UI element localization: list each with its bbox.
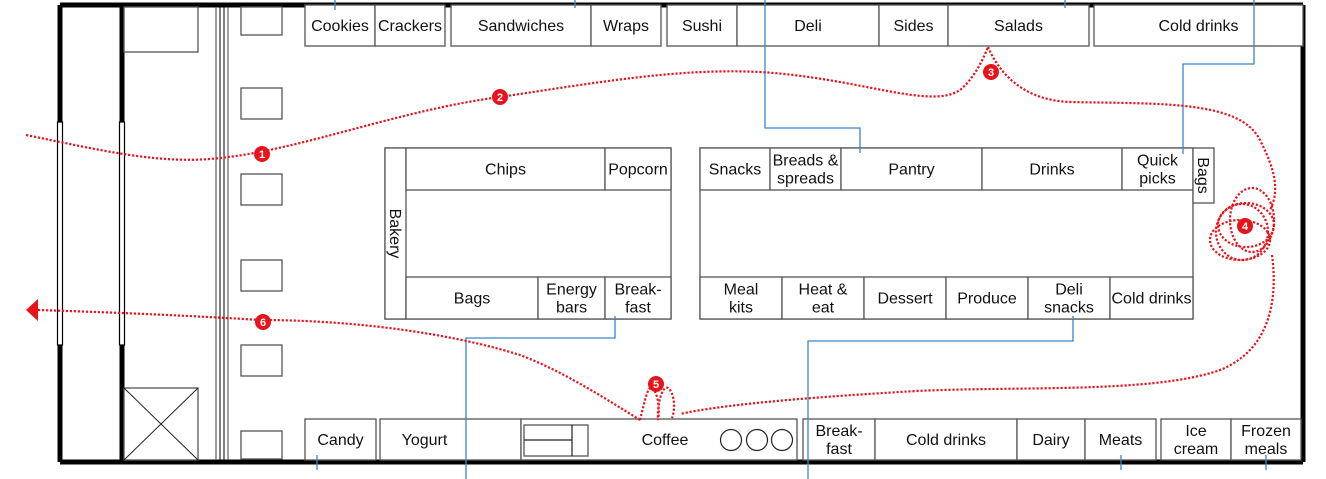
section-label: Popcorn [608,162,668,179]
marker-number: 1 [259,149,265,161]
section-label: Sushi [682,18,722,35]
section-label: Breads &spreads [773,153,839,188]
checkout-kiosk [241,7,282,35]
section-label: Snacks [709,162,761,179]
section-label: Quickpicks [1137,153,1179,188]
shelf-section-sides[interactable]: Sides [879,5,948,46]
shelf-section-frozen-meals[interactable]: Frozenmeals [1231,419,1301,460]
shelf-section-bags[interactable]: Bags [406,277,538,319]
shelf-section-quick-picks[interactable]: Quickpicks [1122,148,1193,190]
path-segment-exit [38,310,640,420]
path-marker-2: 2 [492,89,508,105]
shelf-section-sandwiches[interactable]: Sandwiches [451,5,591,46]
section-label: Candy [317,432,363,449]
top-shelf: Cookies Crackers Sandwiches Wraps Sushi Deli S… [305,5,1303,46]
section-label: Pantry [888,162,934,179]
section-label: Wraps [603,18,649,35]
shelf-section-cookies[interactable]: Cookies [305,5,375,46]
inner-door [120,122,125,345]
shelf-section-produce[interactable]: Produce [946,277,1028,319]
checkout-kiosk [241,431,282,459]
section-label: Cold drinks [1111,291,1191,308]
shelf-section-wraps[interactable]: Wraps [591,5,661,46]
section-label: Dessert [877,291,933,308]
shelf-section-popcorn[interactable]: Popcorn [605,148,671,190]
shelf-section-meats[interactable]: Meats [1085,419,1156,460]
marker-number: 3 [988,67,994,79]
marker-number: 4 [1242,221,1249,233]
shelf-section-dessert[interactable]: Dessert [864,277,946,319]
checkout-kiosk [241,345,282,376]
shelf-section-candy[interactable]: Candy [305,419,376,460]
section-label: Cold drinks [906,432,986,449]
shelf-section-dairy[interactable]: Dairy [1017,419,1085,460]
shelf-section-bags[interactable]: Bags [1193,148,1214,203]
section-label: Dairy [1032,432,1069,449]
section-label: Drinks [1029,162,1074,179]
shelf-section-sushi[interactable]: Sushi [667,5,737,46]
checkout-rails [216,7,228,460]
checkout-kiosks [241,7,282,459]
elevator-icon [124,388,198,460]
shelf-section-chips[interactable]: Chips [406,148,605,190]
shelf-section-drinks[interactable]: Drinks [982,148,1122,190]
shelf-section-cold-drinks[interactable]: Cold drinks [1094,5,1303,46]
vestibule-fixture-top [124,7,198,52]
exit-arrow-icon [26,299,38,321]
shelf-section-snacks[interactable]: Snacks [700,148,770,190]
section-label: Sandwiches [478,18,564,35]
path-marker-5: 5 [648,376,664,392]
shelf-section-pantry[interactable]: Pantry [841,148,982,190]
section-label: Cold drinks [1158,18,1238,35]
section-label: Yogurt [402,432,448,449]
path-marker-4: 4 [1237,218,1253,234]
left-island: Bakery Chips PopcornBags EnergybarsBreak-fa… [385,148,671,319]
section-label: Bags [1194,157,1211,193]
shelf-section-energy-bars[interactable]: Energybars [538,277,605,319]
section-label: Coffee [642,432,689,449]
section-label: Bakery [386,209,403,259]
marker-number: 5 [653,379,659,391]
section-label: Salads [994,18,1043,35]
section-label: Meats [1099,432,1143,449]
shelf-section-break-fast[interactable]: Break-fast [803,419,875,460]
shelf-section-cold-drinks[interactable]: Cold drinks [1110,277,1193,319]
section-label: Cookies [311,18,369,35]
section-label: Chips [485,162,526,179]
shelf-section-ice-cream[interactable]: Icecream [1161,419,1231,460]
checkout-kiosk [241,260,282,291]
section-label: Produce [957,291,1017,308]
marker-number: 2 [497,92,503,104]
shelf-section-break-fast[interactable]: Break-fast [605,277,671,319]
section-label: Crackers [378,18,442,35]
marker-number: 6 [260,317,266,329]
shelf-section-deli-snacks[interactable]: Delisnacks [1028,277,1110,319]
shelf-section-breads-spreads[interactable]: Breads &spreads [770,148,841,190]
section-label: Bags [454,291,490,308]
shelf-section-heat-eat[interactable]: Heat &eat [782,277,864,319]
shelf-section-deli[interactable]: Deli [737,5,879,46]
path-segment-entry [26,47,988,160]
shelf-section-salads[interactable]: Salads [948,5,1089,46]
section-label: Sides [893,18,933,35]
checkout-kiosk [241,174,282,205]
right-island: Snacks Breads &spreads Pantry Drinks Quickpi… [700,148,1214,319]
bottom-shelf: Candy Yogurt Coffee Break-fast Cold drinks Da… [305,419,1301,460]
section-label: Deli [794,18,822,35]
checkout-kiosk [241,88,282,119]
path-loops-coffee [640,388,674,420]
shelf-section-yogurt[interactable]: Yogurt [380,419,521,460]
shelf-section-crackers[interactable]: Crackers [375,5,445,46]
path-marker-3: 3 [983,64,999,80]
path-marker-1: 1 [254,146,270,162]
shelf-section-cold-drinks[interactable]: Cold drinks [875,419,1017,460]
section-label: Frozenmeals [1241,423,1291,458]
path-marker-6: 6 [255,314,271,330]
shelf-section-bakery[interactable]: Bakery [385,148,406,319]
shelf-section-meal-kits[interactable]: Mealkits [700,277,782,319]
